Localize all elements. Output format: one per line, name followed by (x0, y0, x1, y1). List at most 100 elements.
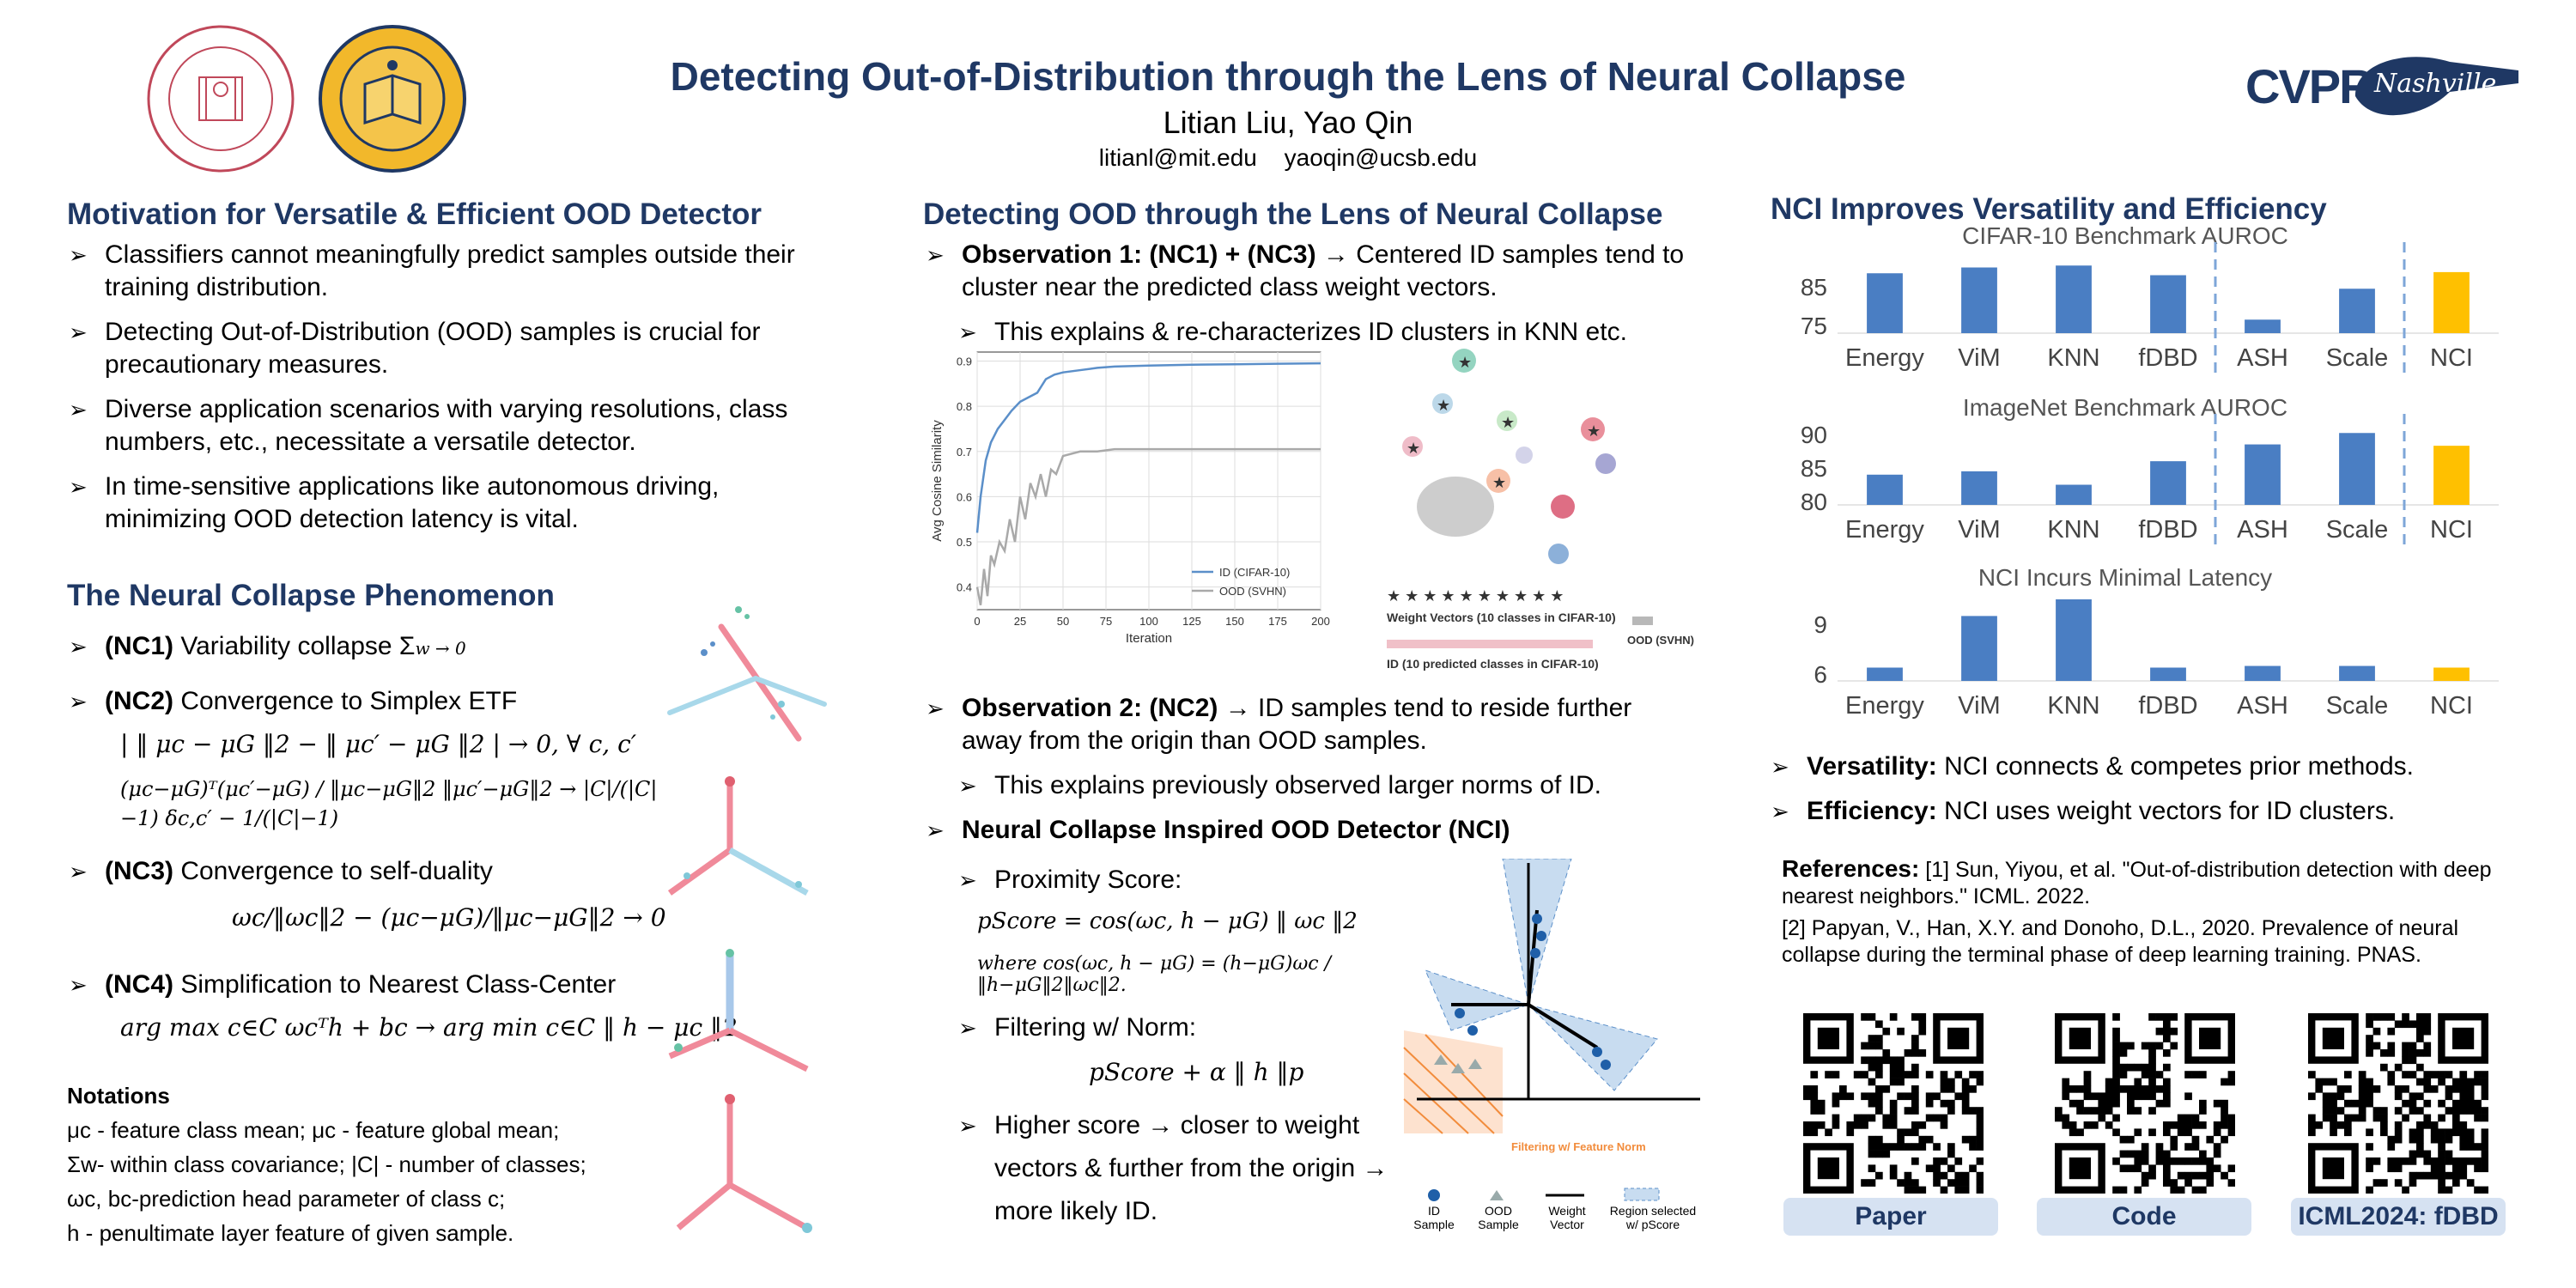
qr-module (2177, 1186, 2185, 1194)
qr-module (2091, 1107, 2099, 1115)
qr-module (2308, 1114, 2316, 1122)
qr-module (2083, 1121, 2092, 1129)
qr-module (2112, 1078, 2120, 1086)
qr-module (2409, 1056, 2417, 1065)
qr-module (2438, 1179, 2445, 1187)
notation-line: ωc, bc-prediction head parameter of clas… (67, 1186, 506, 1212)
qr-module (2170, 1157, 2178, 1165)
email-link-liu[interactable]: litianl@mit.edu (1098, 144, 1257, 171)
qr-module (2366, 1085, 2373, 1093)
qr-module (2430, 1164, 2439, 1173)
qr-module (1933, 1092, 1941, 1101)
svg-text:★ ★ ★ ★ ★ ★ ★ ★ ★ ★: ★ ★ ★ ★ ★ ★ ★ ★ ★ ★ (1387, 587, 1564, 605)
qr-module (2416, 1143, 2424, 1151)
qr-module (1925, 1092, 1934, 1101)
y-tick-label: 0.4 (957, 581, 972, 594)
qr-module (2416, 1171, 2424, 1180)
x-tick-label: 175 (1268, 615, 1287, 628)
qr-code-paper[interactable] (1803, 1013, 1984, 1194)
neural-collapse-title: The Neural Collapse Phenomenon (67, 579, 555, 612)
qr-module (2474, 1107, 2482, 1115)
qr-module (2155, 1027, 2164, 1036)
qr-module (1861, 1042, 1868, 1050)
qr-module (2177, 1157, 2185, 1165)
qr-module (2409, 1157, 2417, 1165)
notations: Notations μc - feature class mean; μc - … (67, 1078, 685, 1250)
qr-module (1803, 1128, 1811, 1137)
qr-module (2163, 1157, 2171, 1165)
qr-module (2141, 1042, 2149, 1050)
legend-weight-vectors: Weight Vectors (10 classes in CIFAR-10) (1387, 611, 1616, 624)
qr-module (2163, 1179, 2171, 1187)
qr-module (2416, 1049, 2424, 1057)
qr-module (2105, 1121, 2113, 1129)
qr-module (2112, 1186, 2120, 1194)
qr-module (1832, 1114, 1840, 1122)
bar-vim (1961, 267, 1997, 333)
qr-module (2315, 1121, 2324, 1129)
bar-vim (1961, 471, 1997, 505)
qr-module (2119, 1071, 2128, 1078)
qr-module (2055, 1114, 2063, 1122)
qr-module (2459, 1078, 2468, 1086)
email-link-qin[interactable]: yaoqin@ucsb.edu (1284, 144, 1478, 171)
qr-module (2481, 1150, 2489, 1158)
qr-module (1933, 1179, 1941, 1187)
qr-module (1904, 1128, 1912, 1137)
qr-module (1918, 1121, 1927, 1129)
qr-module (2322, 1107, 2330, 1115)
qr-module (2380, 1128, 2388, 1137)
qr-module (2394, 1164, 2403, 1173)
qr-module (2459, 1121, 2468, 1129)
qr-module (2459, 1099, 2468, 1108)
qr-module (1911, 1071, 1919, 1078)
qr-module (2387, 1164, 2396, 1173)
qr-module (2163, 1171, 2171, 1180)
svg-text:★: ★ (1492, 474, 1506, 491)
qr-module (2423, 1114, 2432, 1122)
qr-module (2416, 1035, 2424, 1042)
qr-module (2069, 1128, 2077, 1137)
qr-module (2344, 1071, 2352, 1078)
fdbd-link-button[interactable]: ICML2024: fDBD (2291, 1198, 2506, 1236)
x-tick-label: Scale (2326, 344, 2389, 372)
qr-module (1889, 1078, 1898, 1086)
qr-module (2148, 1171, 2156, 1180)
qr-module (2155, 1042, 2164, 1050)
qr-module (1868, 1056, 1876, 1065)
qr-module (1803, 1085, 1811, 1093)
right-section-title: NCI Improves Versatility and Efficiency (1771, 192, 2327, 226)
qr-module (2119, 1042, 2128, 1050)
qr-module (2409, 1042, 2417, 1050)
qr-module (2184, 1171, 2192, 1180)
qr-module (2366, 1035, 2373, 1042)
x-tick-label: 75 (1100, 615, 1112, 628)
qr-module (2380, 1063, 2388, 1072)
qr-module (2438, 1157, 2445, 1165)
qr-module (2199, 1121, 2207, 1129)
qr-code-code[interactable] (2055, 1013, 2236, 1194)
qr-module (2112, 1063, 2120, 1072)
code-link-button[interactable]: Code (2037, 1198, 2251, 1236)
qr-module (1947, 1085, 1955, 1093)
qr-code-fdbd[interactable] (2308, 1013, 2489, 1194)
qr-module (2141, 1179, 2149, 1187)
qr-module (2445, 1092, 2453, 1101)
qr-module (1940, 1085, 1948, 1093)
x-tick-label: KNN (2047, 692, 2099, 720)
qr-module (2221, 1078, 2228, 1086)
qr-module (1911, 1042, 1919, 1050)
bar-scale (2339, 289, 2375, 333)
qr-module (2155, 1013, 2164, 1021)
qr-module (2184, 1143, 2192, 1151)
qr-module (2423, 1150, 2432, 1158)
qr-module (2112, 1092, 2120, 1101)
qr-module (2459, 1071, 2468, 1078)
qr-finder (1947, 1027, 1970, 1049)
reference-1: References: [1] Sun, Yiyou, et al. "Out-… (1782, 855, 2492, 908)
paper-link-button[interactable]: Paper (1783, 1198, 1998, 1236)
qr-module (2380, 1107, 2388, 1115)
qr-module (1925, 1071, 1934, 1078)
qr-module (1918, 1049, 1927, 1057)
